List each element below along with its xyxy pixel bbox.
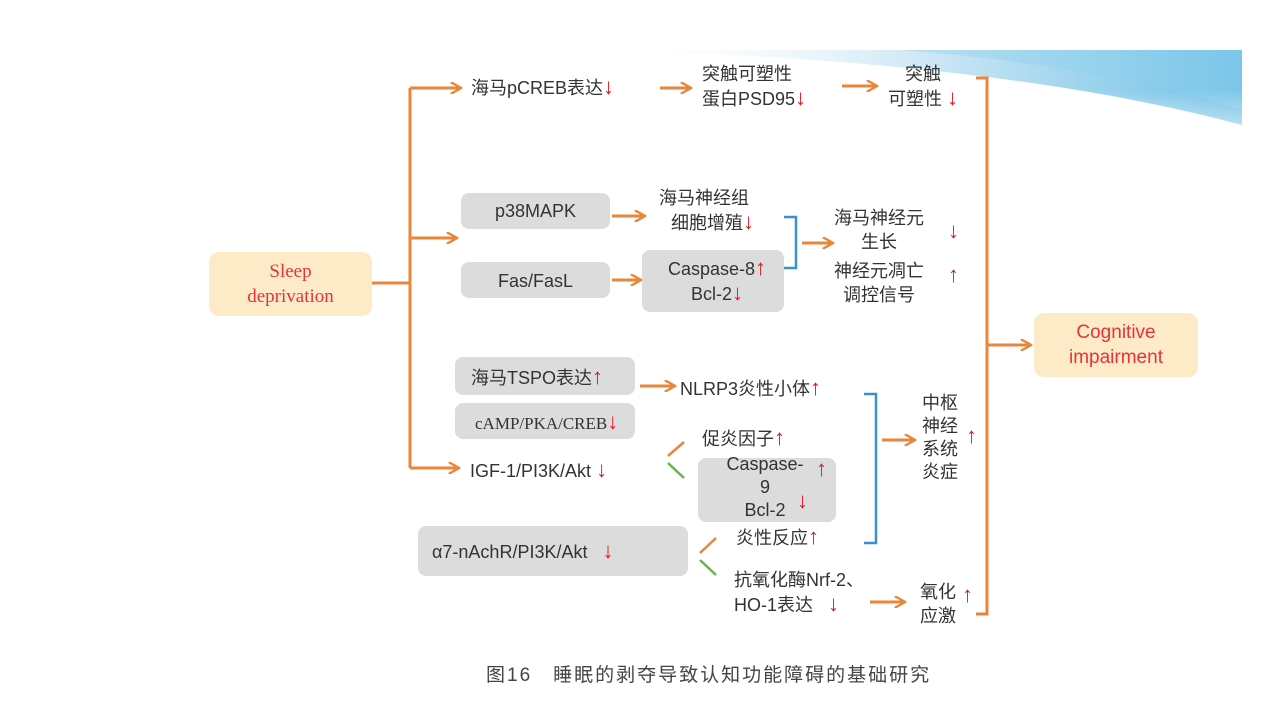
label-fas-fasl: Fas/FasL <box>497 271 574 291</box>
node-nlrp3: NLRP3炎性小体↑ <box>680 375 822 400</box>
down-arrow-icon: ↓ <box>795 85 807 110</box>
node-camp-pka-creb: cAMP/PKA/CREB↓ <box>475 409 619 434</box>
node-caspase9-bcl2: Caspase- 9 Bcl-2 <box>726 454 804 520</box>
node-caspase8-bcl2: Caspase-8↑ Bcl-2↓ <box>667 255 767 305</box>
label-p38mapk: p38MAPK <box>494 201 577 221</box>
node-a7nachr: α7-nAchR/PI3K/Akt ↓ <box>432 538 614 563</box>
bracket-middle <box>784 215 798 270</box>
fork-green-2 <box>699 559 717 576</box>
up-arrow-icon: ↑ <box>755 255 767 280</box>
target-box-cognitive-impairment: Cognitive impairment <box>1034 313 1198 377</box>
box-a7nachr <box>418 526 688 576</box>
background-wave <box>600 50 1242 160</box>
node-cns-inflammation: 中枢 神经 系统 炎症 <box>922 393 958 482</box>
down-arrow-icon: ↓ <box>797 488 808 513</box>
target-line-2: impairment <box>1069 347 1163 368</box>
source-line-2: deprivation <box>247 286 334 307</box>
down-arrow-icon: ↓ <box>948 218 959 243</box>
down-arrow-icon: ↓ <box>607 409 619 434</box>
node-hippocampal-pcreb: 海马pCREB表达↓ <box>471 74 615 99</box>
right-collector <box>976 76 989 616</box>
up-arrow-icon: ↑ <box>948 262 959 287</box>
node-inflammatory-response: 炎性反应↑ <box>736 524 819 549</box>
box-p38mapk <box>461 193 610 229</box>
fork-orange-2 <box>699 537 717 554</box>
down-arrow-icon: ↓ <box>603 74 615 99</box>
node-neural-proliferation: 海马神经组 细胞增殖↓ <box>659 188 754 234</box>
fork-orange-1 <box>667 441 685 457</box>
box-tspo <box>455 357 635 395</box>
bracket-bottom <box>864 392 878 545</box>
source-line-1: Sleep <box>269 261 312 282</box>
node-psd95: 突触可塑性 蛋白PSD95↓ <box>702 64 807 110</box>
node-synaptic-plasticity: 突触 可塑性 ↓ <box>888 64 959 110</box>
node-neuron-apoptosis: 神经元凋亡 调控信号 <box>834 261 924 305</box>
node-neuron-growth: 海马神经元 生长 <box>834 208 924 252</box>
figure-caption: 图16 睡眠的剥夺导致认知功能障碍的基础研究 <box>486 665 932 686</box>
node-antioxidant: 抗氧化酶Nrf-2、 HO-1表达 ↓ <box>734 570 864 616</box>
box-caspase9-bcl2 <box>698 458 836 522</box>
node-tspo: 海马TSPO表达↑ <box>471 364 604 389</box>
up-arrow-icon: ↑ <box>962 582 973 607</box>
node-igf1: IGF-1/PI3K/Akt ↓ <box>470 457 608 482</box>
up-arrow-icon: ↑ <box>816 456 827 481</box>
up-arrow-icon: ↑ <box>966 423 977 448</box>
target-line-1: Cognitive <box>1076 322 1156 343</box>
down-arrow-icon: ↓ <box>602 538 614 563</box>
up-arrow-icon: ↑ <box>808 524 819 549</box>
box-fas-fasl <box>461 262 610 298</box>
up-arrow-icon: ↑ <box>774 425 785 450</box>
up-arrow-icon: ↑ <box>592 364 604 389</box>
down-arrow-icon: ↓ <box>828 591 840 616</box>
source-box-sleep-deprivation: Sleep deprivation <box>209 252 372 316</box>
box-caspase8-bcl2 <box>642 250 784 312</box>
fork-green-1 <box>667 462 685 479</box>
down-arrow-icon: ↓ <box>947 85 959 110</box>
down-arrow-icon: ↓ <box>596 457 608 482</box>
down-arrow-icon: ↓ <box>732 280 743 305</box>
up-arrow-icon: ↑ <box>810 375 822 400</box>
node-proinflammatory: 促炎因子↑ <box>702 425 785 450</box>
down-arrow-icon: ↓ <box>743 209 754 234</box>
box-camp <box>455 403 635 439</box>
node-oxidative-stress: 氧化 应激 <box>920 582 956 626</box>
